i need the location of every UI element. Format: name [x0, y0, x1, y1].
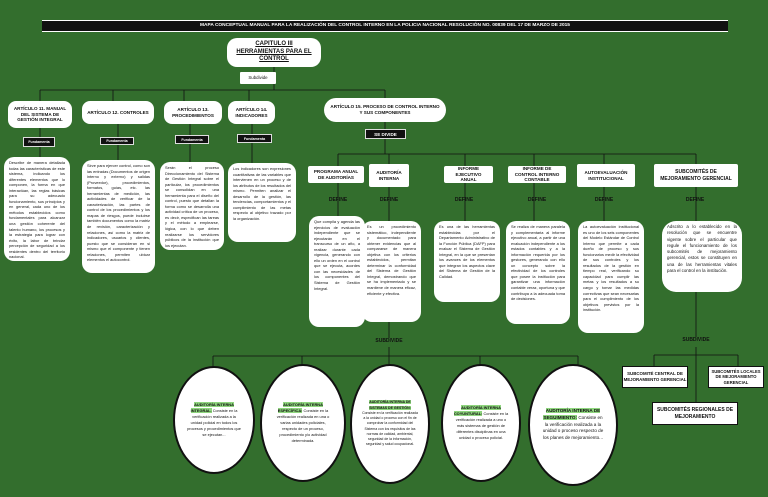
- component-autoevaluacion: AUTOEVALUACIÓN INSTITUCIONAL: [577, 164, 635, 187]
- chapter-root-box: CAPITULO III HERRAMIENTAS PARA EL CONTRO…: [227, 38, 321, 67]
- article-14-box: ARTÍCULO 14. INDICADORES: [228, 101, 275, 124]
- article-12-badge: Fundamenta: [100, 137, 134, 145]
- article-13-text: Serán el proceso Direccionamiento del Si…: [160, 162, 224, 250]
- article-11-box: ARTÍCULO 11. MANUAL DEL SISTEMA DE GESTI…: [8, 101, 72, 128]
- map-title: MAPA CONCEPTUAL MANUAL PARA LA REALIZACI…: [200, 23, 570, 28]
- article-14-badge: Fundamenta: [237, 134, 272, 143]
- subdivide-badge: Subdivide: [240, 72, 276, 84]
- subcomite-central-box: SUBCOMITÉ CENTRAL DE MEJORAMIENTO GERENC…: [622, 366, 688, 388]
- define-label-auditoria: DEFINE: [379, 197, 399, 203]
- component-auditoria-interna: AUDITORÍA INTERNA: [369, 164, 409, 187]
- article-12-text: Sirve para ejercer control, como son las…: [82, 160, 155, 273]
- subdivide-label-auditoria: SUBDIVIDE: [375, 338, 403, 344]
- audit-sistemas-title: AUDITORÍA INTERNA DE SISTEMAS DE GESTIÓN…: [369, 400, 411, 410]
- article-13-box: ARTÍCULO 13. PROCEDIMIENTOS: [164, 101, 222, 124]
- component-subcomites: SUBCOMITÉS DE MEJORAMIENTO GERENCIAL: [654, 164, 738, 187]
- auditoria-interna-text: Es un procedimiento sistemático, indepen…: [362, 221, 421, 322]
- chapter-subtitle: HERRAMIENTAS PARA EL CONTROL: [236, 48, 312, 63]
- article-14-text: Los indicadores son expresiones cuantita…: [228, 163, 296, 242]
- define-label-contable: DEFINE: [527, 197, 547, 203]
- define-label-autoevaluacion: DEFINE: [594, 197, 614, 203]
- subcomites-locales-box: SUBCOMITÉS LOCALES DE MEJORAMIENTO GEREN…: [708, 366, 764, 388]
- article-13-badge: Fundamenta: [175, 135, 209, 144]
- informe-ejecutivo-text: Es una de las herramientas establecidas …: [434, 221, 500, 302]
- define-label-subcomites: DEFINE: [685, 197, 705, 203]
- subcomites-regionales-box: SUBCOMITÉS REGIONALES DE MEJORAMIENTO: [652, 402, 738, 425]
- se-divide-badge: SE DIVIDE: [365, 129, 406, 139]
- chapter-title: CAPITULO III: [255, 41, 293, 48]
- programa-anual-text: Que compila y agenda las ejercicios de e…: [309, 216, 365, 327]
- audit-coyuntural-ellipse: AUDITORÍA INTERNA COYUNTURAL: Consiste e…: [441, 364, 521, 482]
- article-15-box: ARTÍCULO 15. PROCESO DE CONTROL INTERNO …: [324, 98, 446, 122]
- article-11-badge: Fundamenta: [23, 137, 55, 147]
- audit-coyuntural-title: AUDITORÍA INTERNA COYUNTURAL:: [453, 405, 501, 417]
- audit-sistemas-ellipse: AUDITORÍA INTERNA DE SISTEMAS DE GESTIÓN…: [350, 364, 430, 484]
- article-12-box: ARTÍCULO 12. CONTROLES: [82, 101, 154, 124]
- audit-coyuntural-text: Consiste en la verificación realizada a …: [455, 411, 509, 440]
- define-label-informe: DEFINE: [454, 197, 474, 203]
- subdivide-label-subcomites: SUBDIVIDE: [682, 337, 710, 343]
- audit-especifica-title: AUDITORÍA INTERNA ESPECÍFICA:: [277, 402, 323, 414]
- title-bar: MAPA CONCEPTUAL MANUAL PARA LA REALIZACI…: [42, 20, 728, 32]
- define-label-programa: DEFINE: [328, 197, 348, 203]
- control-contable-text: Se realiza de manera paralela y compleme…: [506, 221, 570, 324]
- audit-especifica-text: Consiste en la verificación realizada en…: [276, 408, 330, 443]
- audit-sistemas-text: Consiste en la verificación realizada a …: [362, 410, 418, 447]
- component-programa-anual: PROGRAMA ANUAL DE AUDITORÍAS: [308, 166, 364, 183]
- autoevaluacion-text: La autoevaluación institucional es uno d…: [578, 221, 644, 333]
- audit-integral-ellipse: AUDITORÍA INTERNA INTEGRAL. Consiste en …: [173, 366, 255, 474]
- component-control-contable: INFORME DE CONTROL INTERNO CONTABLE: [508, 166, 566, 183]
- component-informe-ejecutivo: INFORME EJECUTIVO ANUAL: [444, 166, 493, 183]
- audit-especifica-ellipse: AUDITORÍA INTERNA ESPECÍFICA: Consiste e…: [260, 364, 346, 482]
- audit-seguimiento-ellipse: AUDITORÍA INTERNA DE SEGUIMIENTO: Consis…: [528, 364, 618, 486]
- audit-integral-text: Consiste en la verificación realizada a …: [187, 408, 241, 437]
- article-11-text: Describe de manera detallada todas las c…: [4, 157, 70, 261]
- subcomites-text: Adscrito a lo establecido en la resoluci…: [662, 221, 742, 292]
- audit-seguimiento-text: Consiste en la verificación realizada a …: [542, 414, 604, 441]
